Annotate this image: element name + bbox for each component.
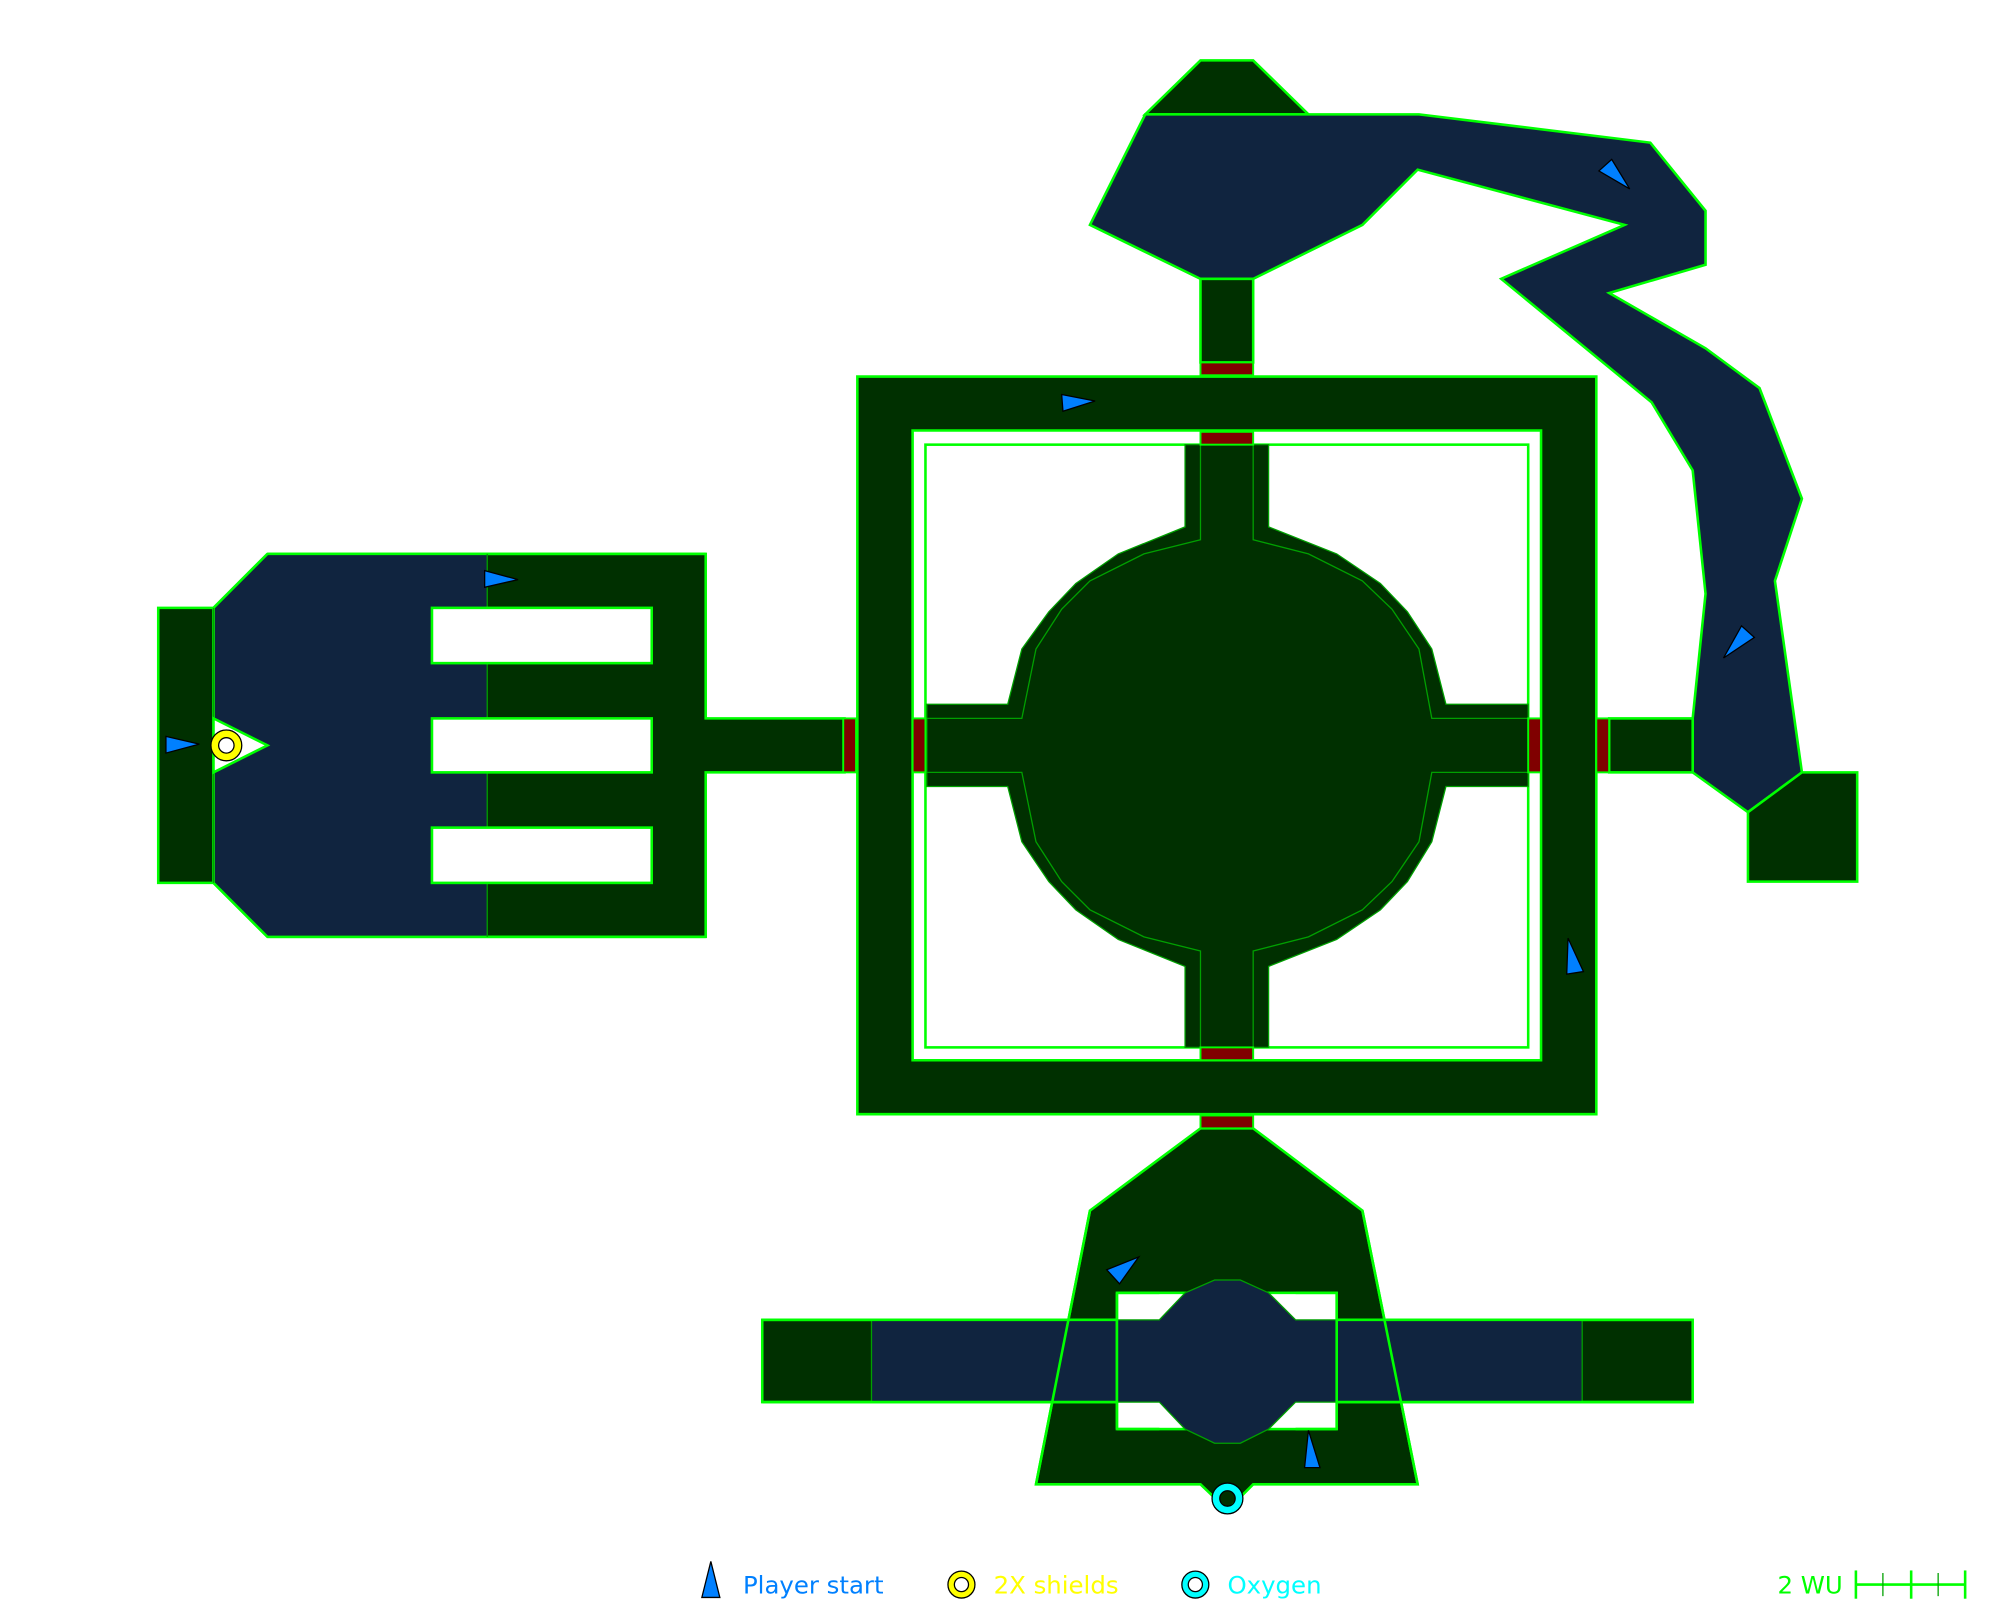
door[interactable] — [1199, 1046, 1255, 1062]
legend: Player start 2X shields Oxygen — [701, 1561, 1322, 1600]
player-start-legend-icon — [701, 1561, 721, 1599]
scale-label: 2 WU — [1778, 1571, 1843, 1600]
player-start-icon — [1722, 624, 1756, 659]
left-liquid-area — [213, 553, 488, 937]
pillar-gap-1 — [430, 606, 654, 665]
door[interactable] — [911, 717, 927, 774]
door[interactable] — [1527, 717, 1543, 774]
scale-bar: 2 WU — [1778, 1570, 1967, 1600]
door[interactable] — [1199, 430, 1255, 446]
top-corridor — [1199, 277, 1255, 364]
door[interactable] — [1199, 1114, 1255, 1130]
player-start-icon — [165, 735, 200, 754]
door[interactable] — [842, 717, 858, 774]
right-corridor — [1607, 717, 1694, 774]
legend-shields: 2X shields — [994, 1571, 1119, 1600]
player-start-icon — [484, 569, 519, 589]
hub-core — [926, 444, 1529, 1049]
player-start-icon — [1597, 158, 1631, 190]
door[interactable] — [1595, 717, 1611, 774]
doors — [842, 361, 1611, 1130]
player-start-icon — [1566, 937, 1585, 975]
legend-player-start: Player start — [743, 1571, 884, 1600]
door[interactable] — [1199, 361, 1255, 377]
player-start-icon — [1105, 1255, 1141, 1285]
bottom-liquid-pool — [1116, 1279, 1338, 1444]
pillar-gap-3 — [430, 826, 654, 885]
legend-oxygen: Oxygen — [1227, 1571, 1321, 1600]
pillar-gap-2 — [430, 717, 654, 774]
player-start-icon — [1303, 1430, 1321, 1469]
right-alcove — [1746, 771, 1859, 883]
player-start-icon — [1060, 393, 1096, 413]
top-alcove — [1142, 59, 1312, 116]
central-hub-ring — [856, 375, 1598, 1116]
